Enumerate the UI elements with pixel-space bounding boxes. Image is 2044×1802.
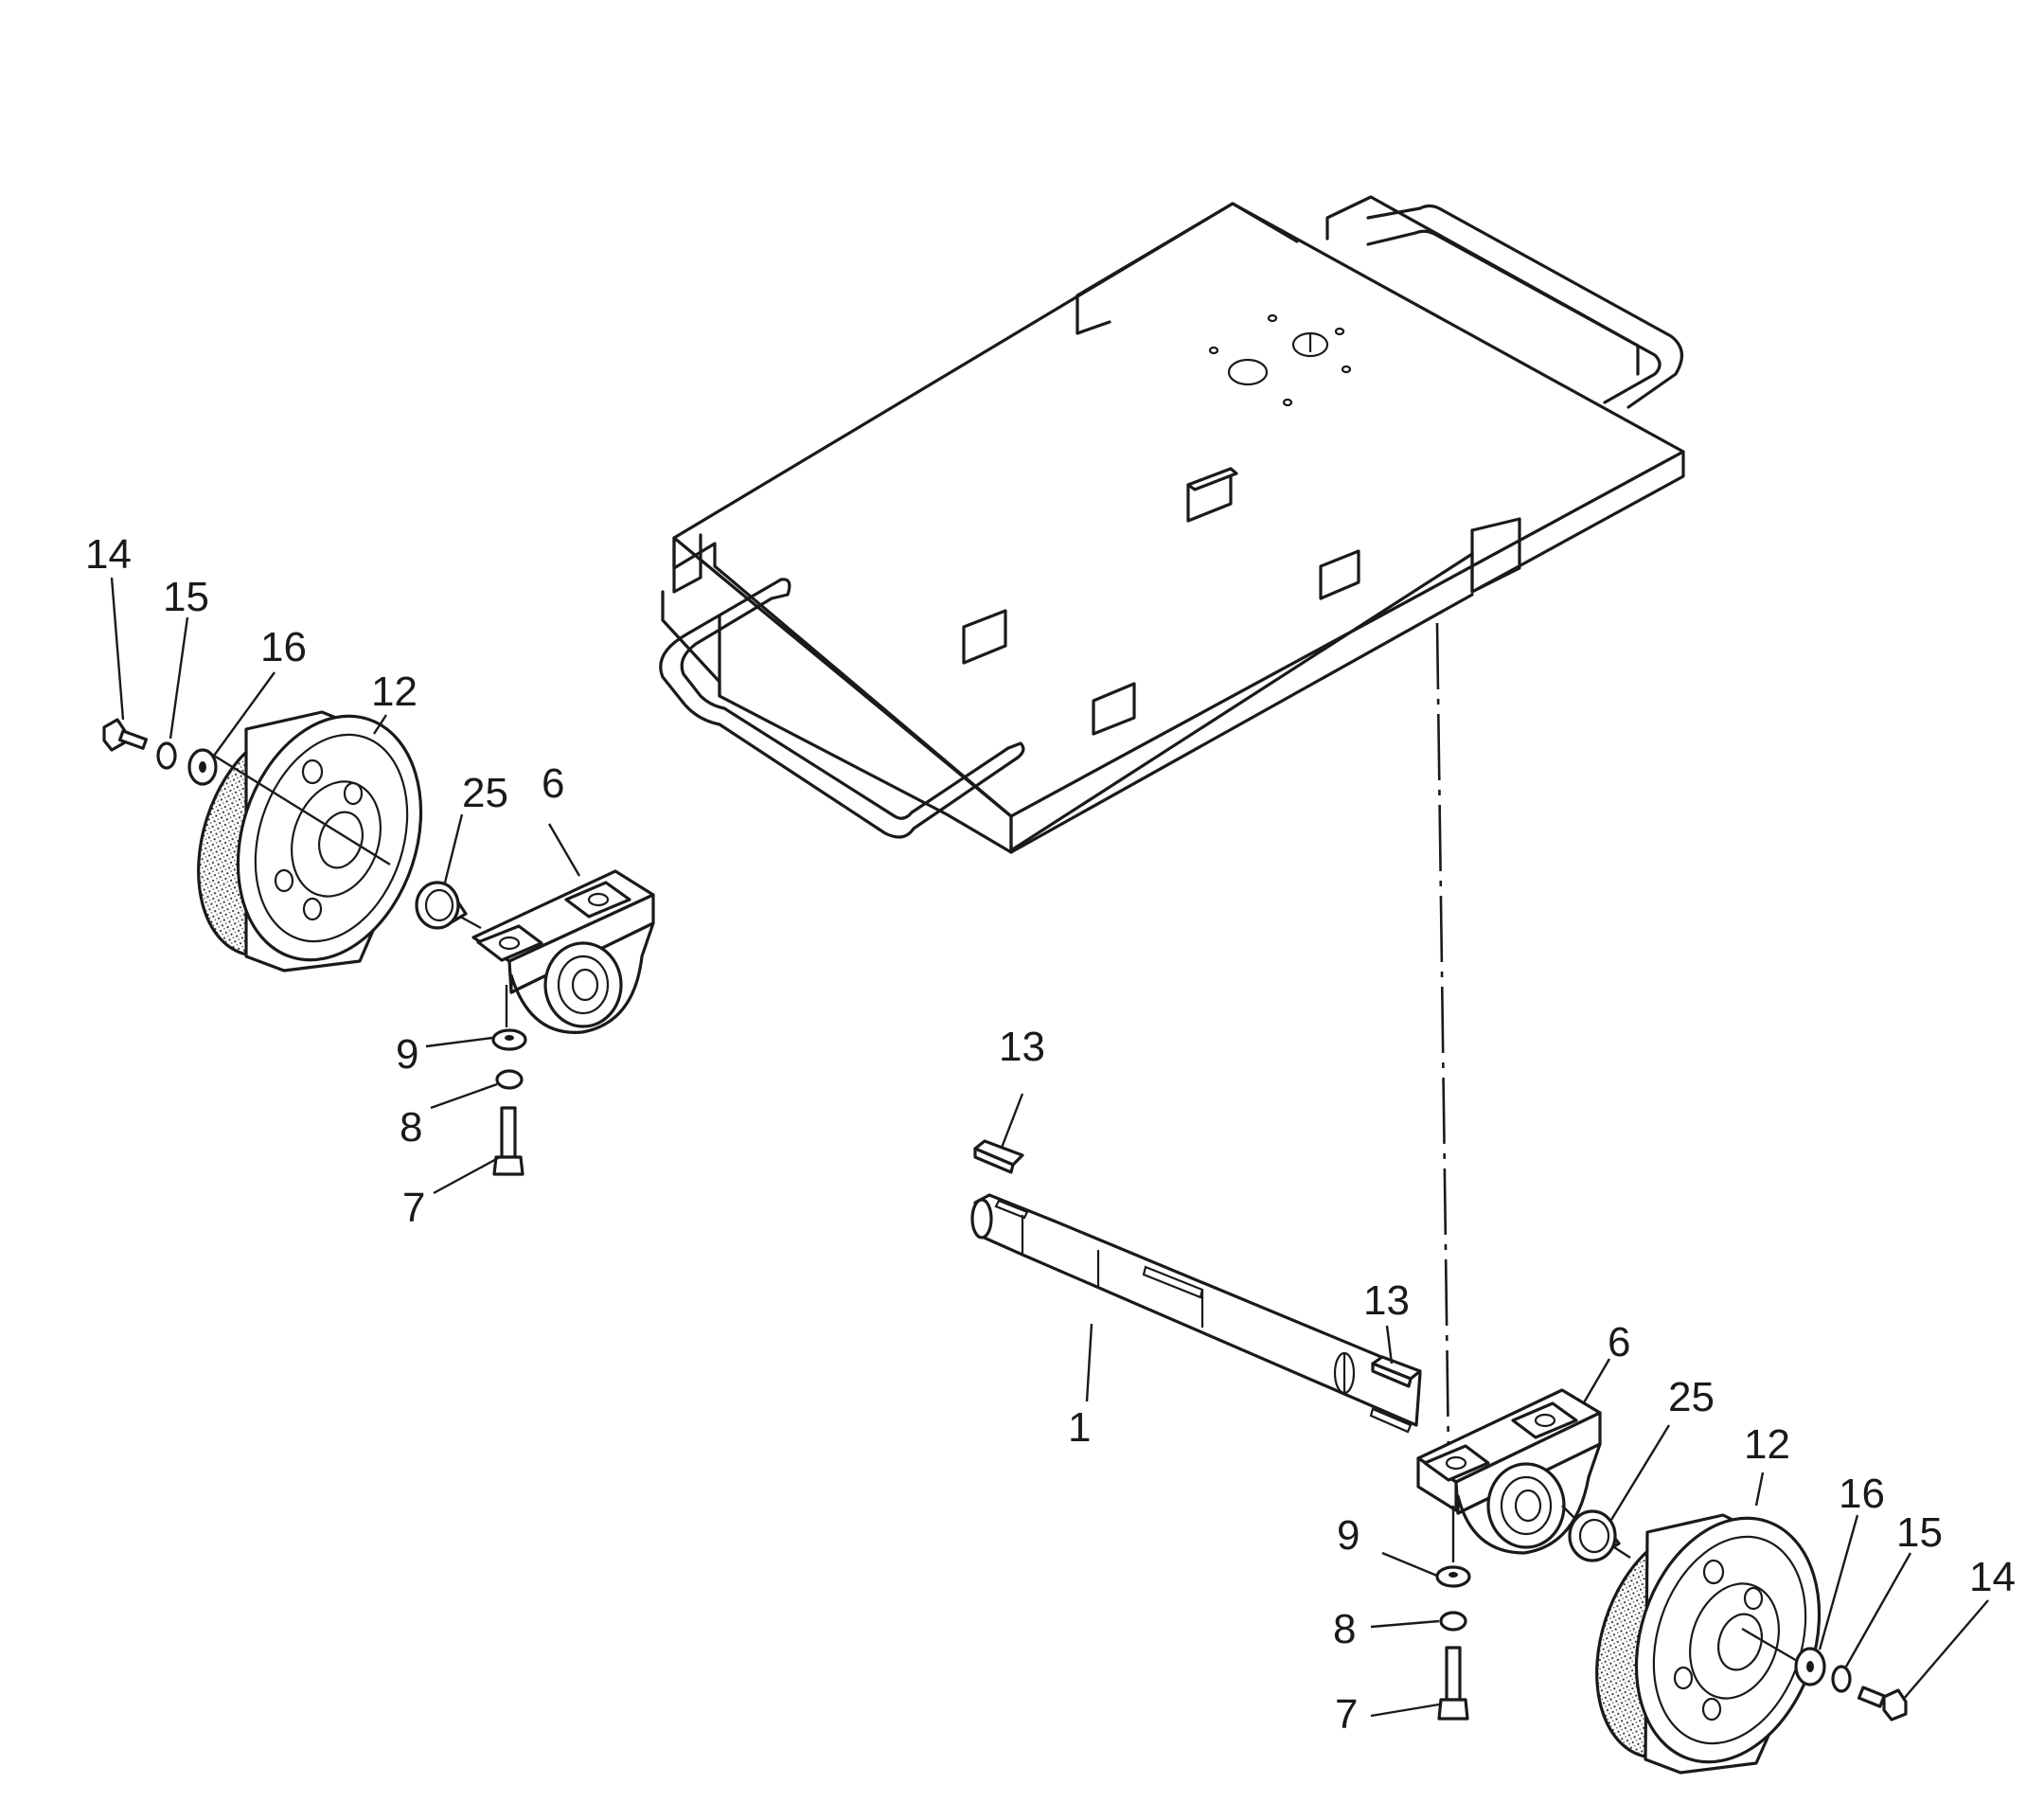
callout-6: 6 (1608, 1319, 1630, 1365)
assembly-centerline (1435, 622, 1450, 1457)
callout-13: 13 (999, 1024, 1045, 1070)
callout-1: 1 (1068, 1404, 1091, 1451)
callout-7: 7 (402, 1185, 425, 1231)
deck-hole-large (1227, 358, 1269, 386)
deck-pad (962, 609, 1007, 665)
callout-12: 12 (371, 669, 418, 715)
callout-15: 15 (163, 574, 209, 620)
callout-9: 9 (396, 1031, 418, 1078)
shaft-key-13 (973, 1139, 1024, 1174)
callout-12: 12 (1744, 1421, 1790, 1468)
callout-labels: 14 15 16 12 25 6 9 8 7 13 1 13 6 25 12 1… (85, 531, 2016, 1738)
rear-handle (1366, 204, 1683, 409)
right-key-13 (1371, 1355, 1422, 1388)
right-bolt-7 (1437, 1646, 1469, 1721)
deck-pad (1092, 682, 1136, 736)
leader-lines (110, 577, 1989, 1718)
right-bearing-block-6 (1416, 1388, 1602, 1555)
right-wheel-assembly (1416, 1388, 1908, 1775)
deck-pad (1186, 467, 1238, 523)
callout-8: 8 (1333, 1606, 1356, 1652)
callout-14: 14 (1969, 1554, 2016, 1600)
right-lock-washer-8 (1439, 1611, 1467, 1632)
deck-pad (1319, 549, 1360, 600)
axle-shaft-1 (970, 1193, 1422, 1434)
callout-8: 8 (400, 1104, 422, 1151)
callout-9: 9 (1337, 1512, 1360, 1559)
left-wheel-assembly (102, 710, 655, 1176)
left-bolt-14 (102, 718, 149, 752)
right-washer-16 (1794, 1647, 1826, 1686)
left-lock-washer-15 (156, 741, 177, 770)
carriage-frame (659, 195, 1685, 854)
callout-16: 16 (1839, 1471, 1885, 1517)
callout-7: 7 (1335, 1691, 1358, 1738)
left-bolt-7 (492, 1106, 524, 1176)
callout-14: 14 (85, 531, 132, 578)
callout-6: 6 (542, 760, 564, 807)
front-handle (659, 578, 1020, 839)
left-bushing-25 (415, 881, 468, 930)
right-bolt-14 (1857, 1686, 1908, 1722)
callout-13: 13 (1363, 1277, 1410, 1324)
left-wheel (197, 710, 423, 972)
right-bushing-25 (1568, 1509, 1621, 1562)
callout-15: 15 (1896, 1509, 1943, 1556)
left-lock-washer-8 (495, 1069, 524, 1090)
right-lock-washer-15 (1831, 1665, 1852, 1693)
callout-25: 25 (1668, 1374, 1715, 1420)
right-wheel (1595, 1513, 1822, 1775)
callout-25: 25 (462, 770, 508, 816)
callout-16: 16 (260, 624, 307, 670)
left-bearing-block-6 (471, 869, 655, 1034)
left-washer-16 (187, 748, 218, 786)
